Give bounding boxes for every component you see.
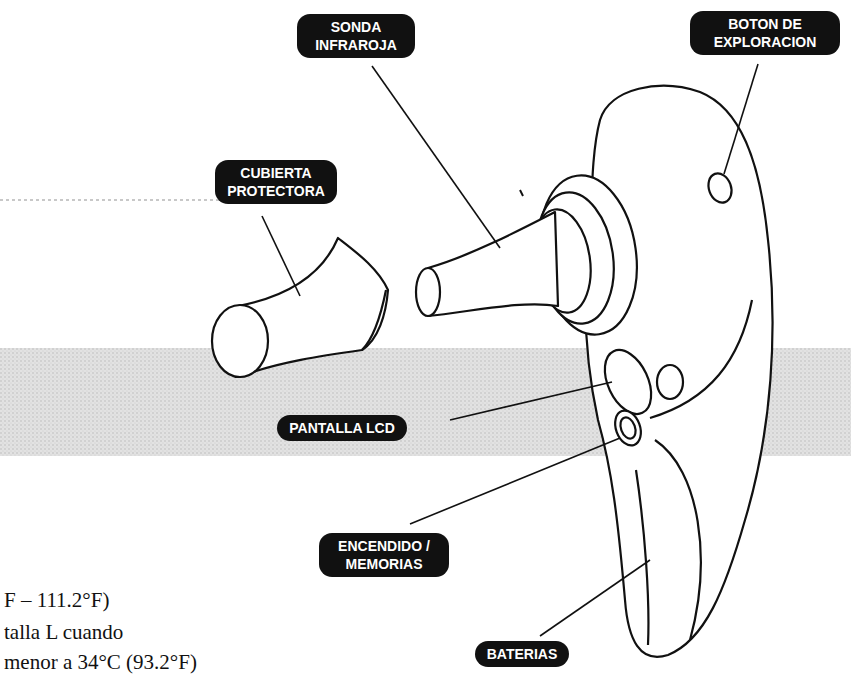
side-button [657,365,683,399]
speck [520,190,523,196]
battery-cover [655,440,701,640]
leader-line [410,438,620,524]
cover-tip [212,305,268,377]
battery-cover-edge [636,470,648,645]
cover-rim [362,290,386,350]
callout-text: SONDA INFRAROJA [309,18,403,54]
callout-text: PANTALLA LCD [289,419,395,437]
leader-line [724,64,758,174]
infrared-probe [428,212,558,316]
scan-button [705,170,736,206]
leader-line [450,382,612,420]
thermometer [212,86,773,657]
callout-label: CUBIERTA PROTECTORA [215,160,337,204]
callout-text: ENCENDIDO / MEMORIAS [331,537,437,573]
lcd-screen [596,343,661,422]
body-text: menor a 34°C (93.2°F) [4,650,197,675]
callout-label: ENCENDIDO / MEMORIAS [319,533,449,577]
callout-label: PANTALLA LCD [277,415,407,441]
probe-tip [416,268,440,316]
leader-lines [262,64,758,636]
callout-text: BOTON DE EXPLORACION [702,15,828,51]
callout-text: BATERIAS [487,645,558,663]
body-seam [650,300,752,418]
power-button [611,407,646,449]
leader-line [372,66,500,248]
dotted-line [0,199,240,201]
callout-label: SONDA INFRAROJA [297,14,415,58]
leader-line [262,216,300,296]
callout-label: BOTON DE EXPLORACION [690,11,840,55]
callout-label: BATERIAS [475,641,570,667]
thermometer-body [586,86,773,657]
power-button-inner [618,415,639,440]
body-text: talla L cuando [4,620,123,645]
leader-line [540,560,650,636]
callout-text: CUBIERTA PROTECTORA [227,164,325,200]
body-text: F – 111.2°F) [4,588,109,613]
